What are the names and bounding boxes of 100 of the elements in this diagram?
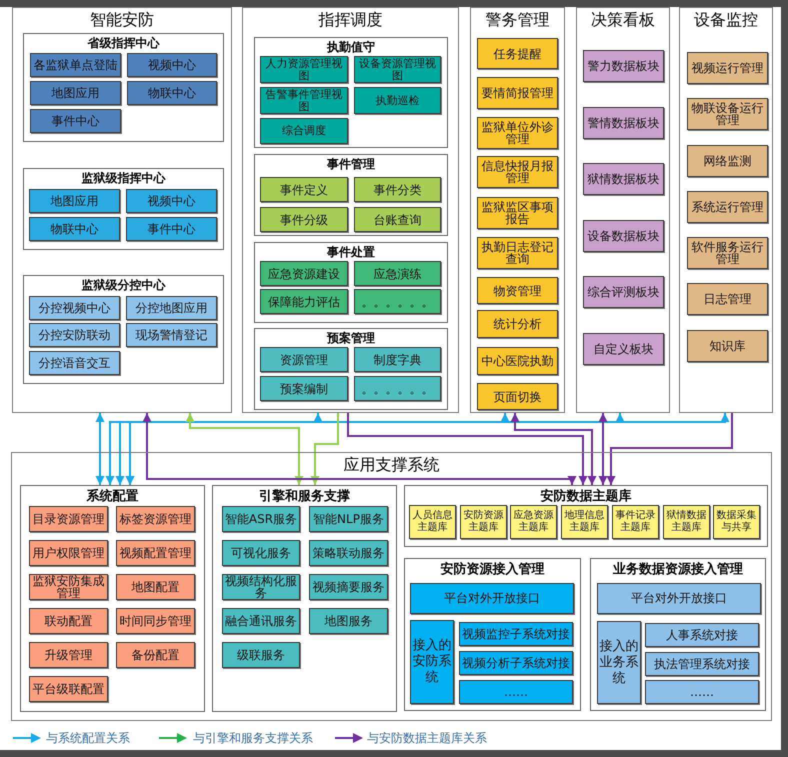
module-panel — [11, 452, 772, 721]
legend-label: 与引擎和服务支撑关系 — [193, 731, 313, 746]
function-box: 标签资源管理 — [116, 506, 195, 532]
function-box: 人事系统对接 — [645, 623, 759, 647]
function-box: 视频分析子系统对接 — [459, 651, 573, 675]
function-box: …… — [459, 680, 573, 704]
connector-arrow — [598, 413, 608, 485]
function-box: 执法管理系统对接 — [645, 652, 759, 676]
function-box: 级联服务 — [222, 642, 300, 668]
function-box: 地图应用 — [30, 81, 121, 105]
function-box: 台账查询 — [354, 207, 441, 232]
function-box: 设备资源管理视图 — [354, 56, 441, 83]
function-box: 知识库 — [687, 330, 768, 362]
panel-title: 引擎和服务支撑 — [259, 489, 350, 505]
function-box: 应急资源建设 — [260, 261, 348, 286]
function-box: 可视化服务 — [222, 540, 300, 566]
function-box: 分控视频中心 — [29, 296, 120, 320]
function-box: 狱情数据主题库 — [663, 505, 710, 539]
function-box: 执勤日志登记查询 — [477, 237, 558, 269]
group-panel — [590, 558, 766, 711]
function-box: 事件分类 — [354, 177, 441, 202]
function-box: 物联中心 — [127, 81, 217, 105]
function-box: 视频中心 — [126, 189, 217, 213]
function-box: 设备数据板块 — [583, 220, 664, 252]
function-box: 事件中心 — [30, 109, 121, 133]
function-box: 执勤巡检 — [354, 87, 441, 114]
panel-title: 事件管理 — [327, 156, 375, 172]
panel-title: 指挥调度 — [318, 10, 382, 30]
function-box: 监狱监区事项报告 — [477, 197, 558, 229]
connector-arrow — [116, 413, 510, 485]
panel-title: 安防资源接入管理 — [440, 562, 544, 578]
function-box: 制度字典 — [354, 347, 441, 372]
panel-title: 决策看板 — [591, 10, 655, 30]
panel-title: 监狱级分控中心 — [82, 277, 166, 293]
group-panel — [20, 485, 205, 712]
function-box: 综合评测板块 — [583, 276, 664, 308]
function-box: 视频中心 — [127, 53, 217, 77]
function-box: 。。。。。。 — [354, 289, 441, 314]
group-panel — [404, 485, 768, 547]
group-panel — [254, 328, 448, 410]
group-panel — [404, 558, 581, 711]
function-box: 软件服务运行管理 — [687, 237, 768, 269]
function-box: 平台对外开放接口 — [410, 583, 574, 614]
panel-title: 监狱级指挥中心 — [82, 170, 166, 186]
function-box: 保障能力评估 — [260, 289, 348, 314]
function-box: 应急演练 — [354, 261, 441, 286]
function-box: 视频结构化服务 — [222, 574, 300, 600]
function-box: 平台对外开放接口 — [597, 583, 761, 614]
function-box: 资源管理 — [260, 347, 348, 372]
function-box: 人力资源管理视图 — [260, 56, 348, 83]
function-box: 。。。。。。 — [354, 376, 441, 401]
function-box: 事件定义 — [260, 177, 348, 202]
function-box: 地理信息主题库 — [561, 505, 608, 539]
function-box: 狱情数据板块 — [583, 163, 664, 195]
function-box: 视频运行管理 — [687, 52, 768, 84]
function-box: 分控地图应用 — [126, 296, 217, 320]
function-box: 告警事件管理视图 — [260, 87, 348, 114]
connector-arrow — [606, 413, 733, 485]
function-box: 日志管理 — [687, 283, 768, 315]
group-panel — [23, 168, 224, 250]
module-panel — [679, 7, 773, 413]
function-box: 网络监测 — [687, 145, 768, 177]
function-box: 事件记录主题库 — [612, 505, 659, 539]
function-box: 物联设备运行管理 — [687, 98, 768, 130]
function-box: 物联中心 — [29, 217, 120, 241]
function-box: 中心医院执勤 — [477, 347, 558, 375]
panel-title: 事件处置 — [327, 244, 375, 260]
function-box: 预案编制 — [260, 376, 348, 401]
connector-arrow — [310, 413, 339, 485]
connector-arrow — [347, 413, 588, 485]
function-box: 要情简报管理 — [477, 77, 558, 109]
panel-title: 智能安防 — [90, 10, 154, 30]
function-box: 智能NLP服务 — [309, 506, 388, 532]
function-box: 安防资源主题库 — [460, 505, 507, 539]
function-box: 融合通讯服务 — [222, 608, 300, 634]
function-box: 视频监控子系统对接 — [459, 622, 573, 646]
function-box: 接入的安防系统 — [410, 620, 454, 704]
legend-label: 与安防数据主题库关系 — [367, 731, 487, 746]
group-panel — [212, 485, 397, 712]
function-box: 视频配置管理 — [116, 540, 195, 566]
module-panel — [12, 7, 232, 413]
legend-label: 与系统配置关系 — [46, 731, 130, 746]
function-box: 各监狱单点登陆 — [30, 53, 121, 77]
function-box: 智能ASR服务 — [222, 506, 300, 532]
connector-arrow — [96, 413, 104, 485]
group-panel — [23, 275, 224, 384]
module-panel — [470, 7, 565, 413]
function-box: 地图配置 — [116, 574, 195, 600]
function-box: 应急资源主题库 — [510, 505, 557, 539]
function-box: 人员信息主题库 — [409, 505, 456, 539]
function-box: 事件中心 — [126, 217, 217, 241]
group-panel — [23, 33, 224, 142]
group-panel — [254, 37, 448, 148]
function-box: 时间同步管理 — [116, 608, 195, 634]
function-box: 地图服务 — [309, 608, 388, 634]
function-box: 警情数据板块 — [583, 107, 664, 139]
module-panel — [242, 7, 459, 413]
function-box: 目录资源管理 — [29, 506, 108, 532]
panel-title: 设备监控 — [694, 10, 758, 30]
function-box: 视频摘要服务 — [309, 574, 388, 600]
